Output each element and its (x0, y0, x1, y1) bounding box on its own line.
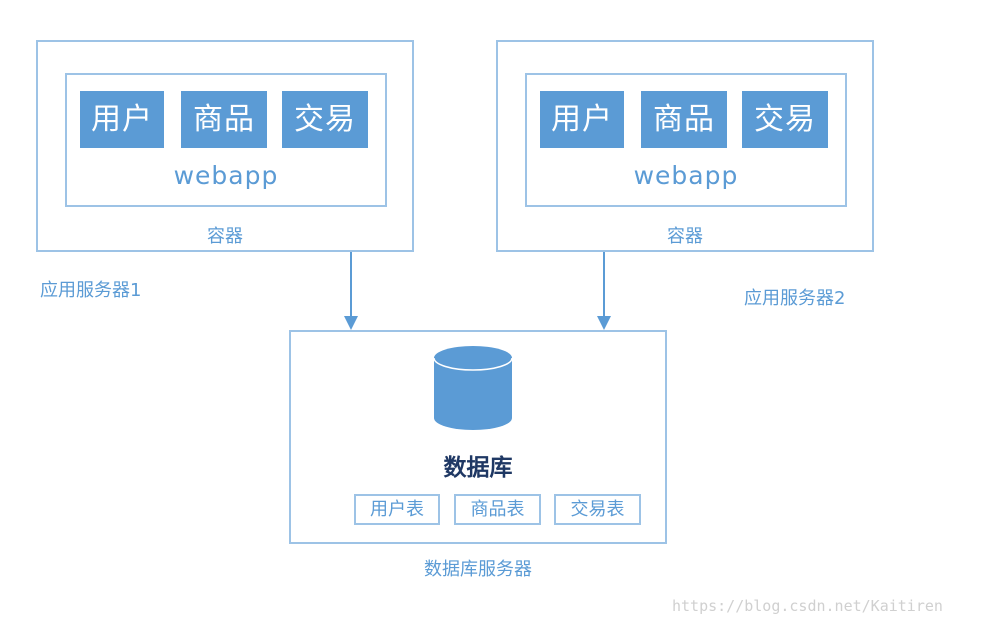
arrow-down-icon (597, 252, 611, 330)
db-server: 数据库 用户表 商品表 交易表 (289, 330, 667, 544)
container-label-2: 容器 (667, 226, 703, 247)
module-trade-2: 交易 (742, 91, 828, 148)
webapp-label-1: webapp (173, 161, 279, 190)
module-trade-1: 交易 (282, 91, 368, 148)
app-server-1: 用户 商品 交易 webapp 容器 (36, 40, 414, 252)
database-cylinder-icon (433, 346, 513, 430)
table-user: 用户表 (354, 494, 440, 525)
module-product-2: 商品 (641, 91, 727, 148)
app-server-label-1: 应用服务器1 (40, 280, 142, 301)
table-trade: 交易表 (554, 494, 641, 525)
watermark: https://blog.csdn.net/Kaitiren (672, 597, 943, 615)
db-title: 数据库 (443, 455, 513, 481)
module-product-1: 商品 (181, 91, 267, 148)
table-product: 商品表 (454, 494, 541, 525)
module-user-2: 用户 (540, 91, 624, 148)
arrow-down-icon (344, 252, 358, 330)
app-server-label-2: 应用服务器2 (744, 288, 846, 309)
container-1: 用户 商品 交易 webapp (65, 73, 387, 207)
app-server-2: 用户 商品 交易 webapp 容器 (496, 40, 874, 252)
webapp-label-2: webapp (633, 161, 739, 190)
container-label-1: 容器 (207, 226, 243, 247)
container-2: 用户 商品 交易 webapp (525, 73, 847, 207)
module-user-1: 用户 (80, 91, 164, 148)
db-server-label: 数据库服务器 (424, 559, 532, 580)
